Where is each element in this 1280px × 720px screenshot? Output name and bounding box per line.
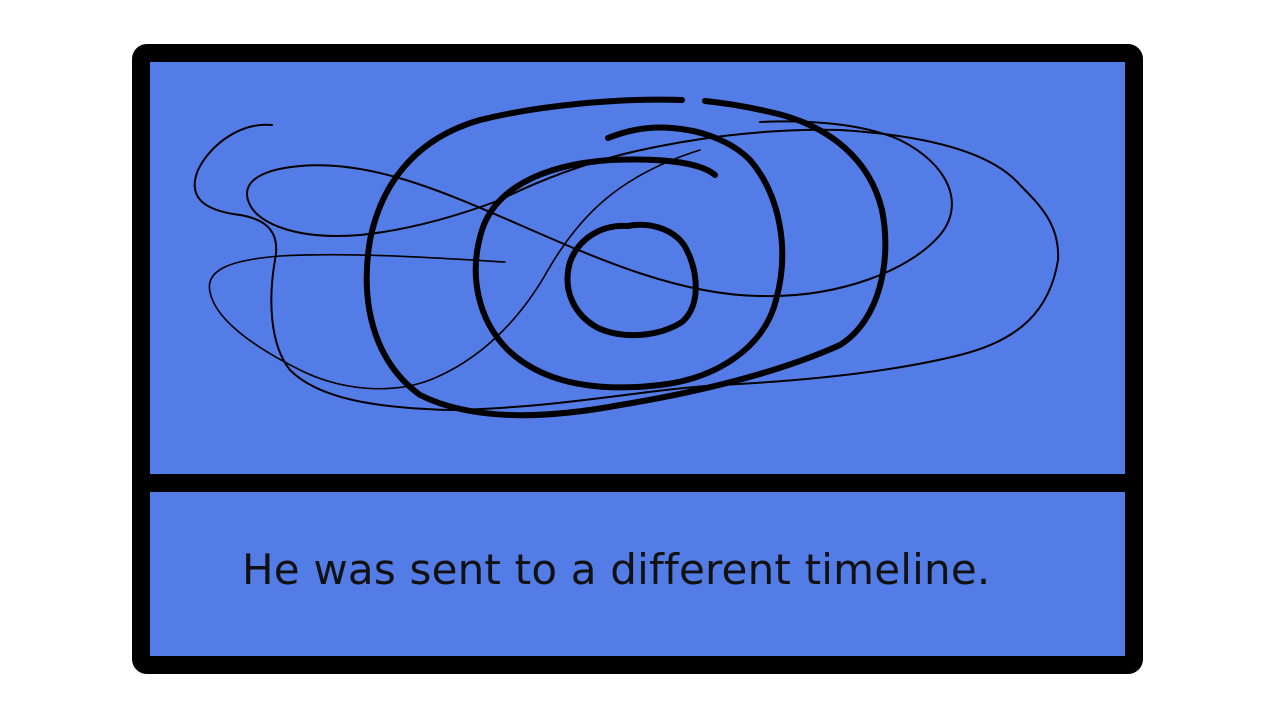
- panel-frame: [132, 44, 1143, 674]
- vortex-scribble: [193, 96, 1060, 419]
- caption-text: He was sent to a different timeline.: [242, 545, 991, 594]
